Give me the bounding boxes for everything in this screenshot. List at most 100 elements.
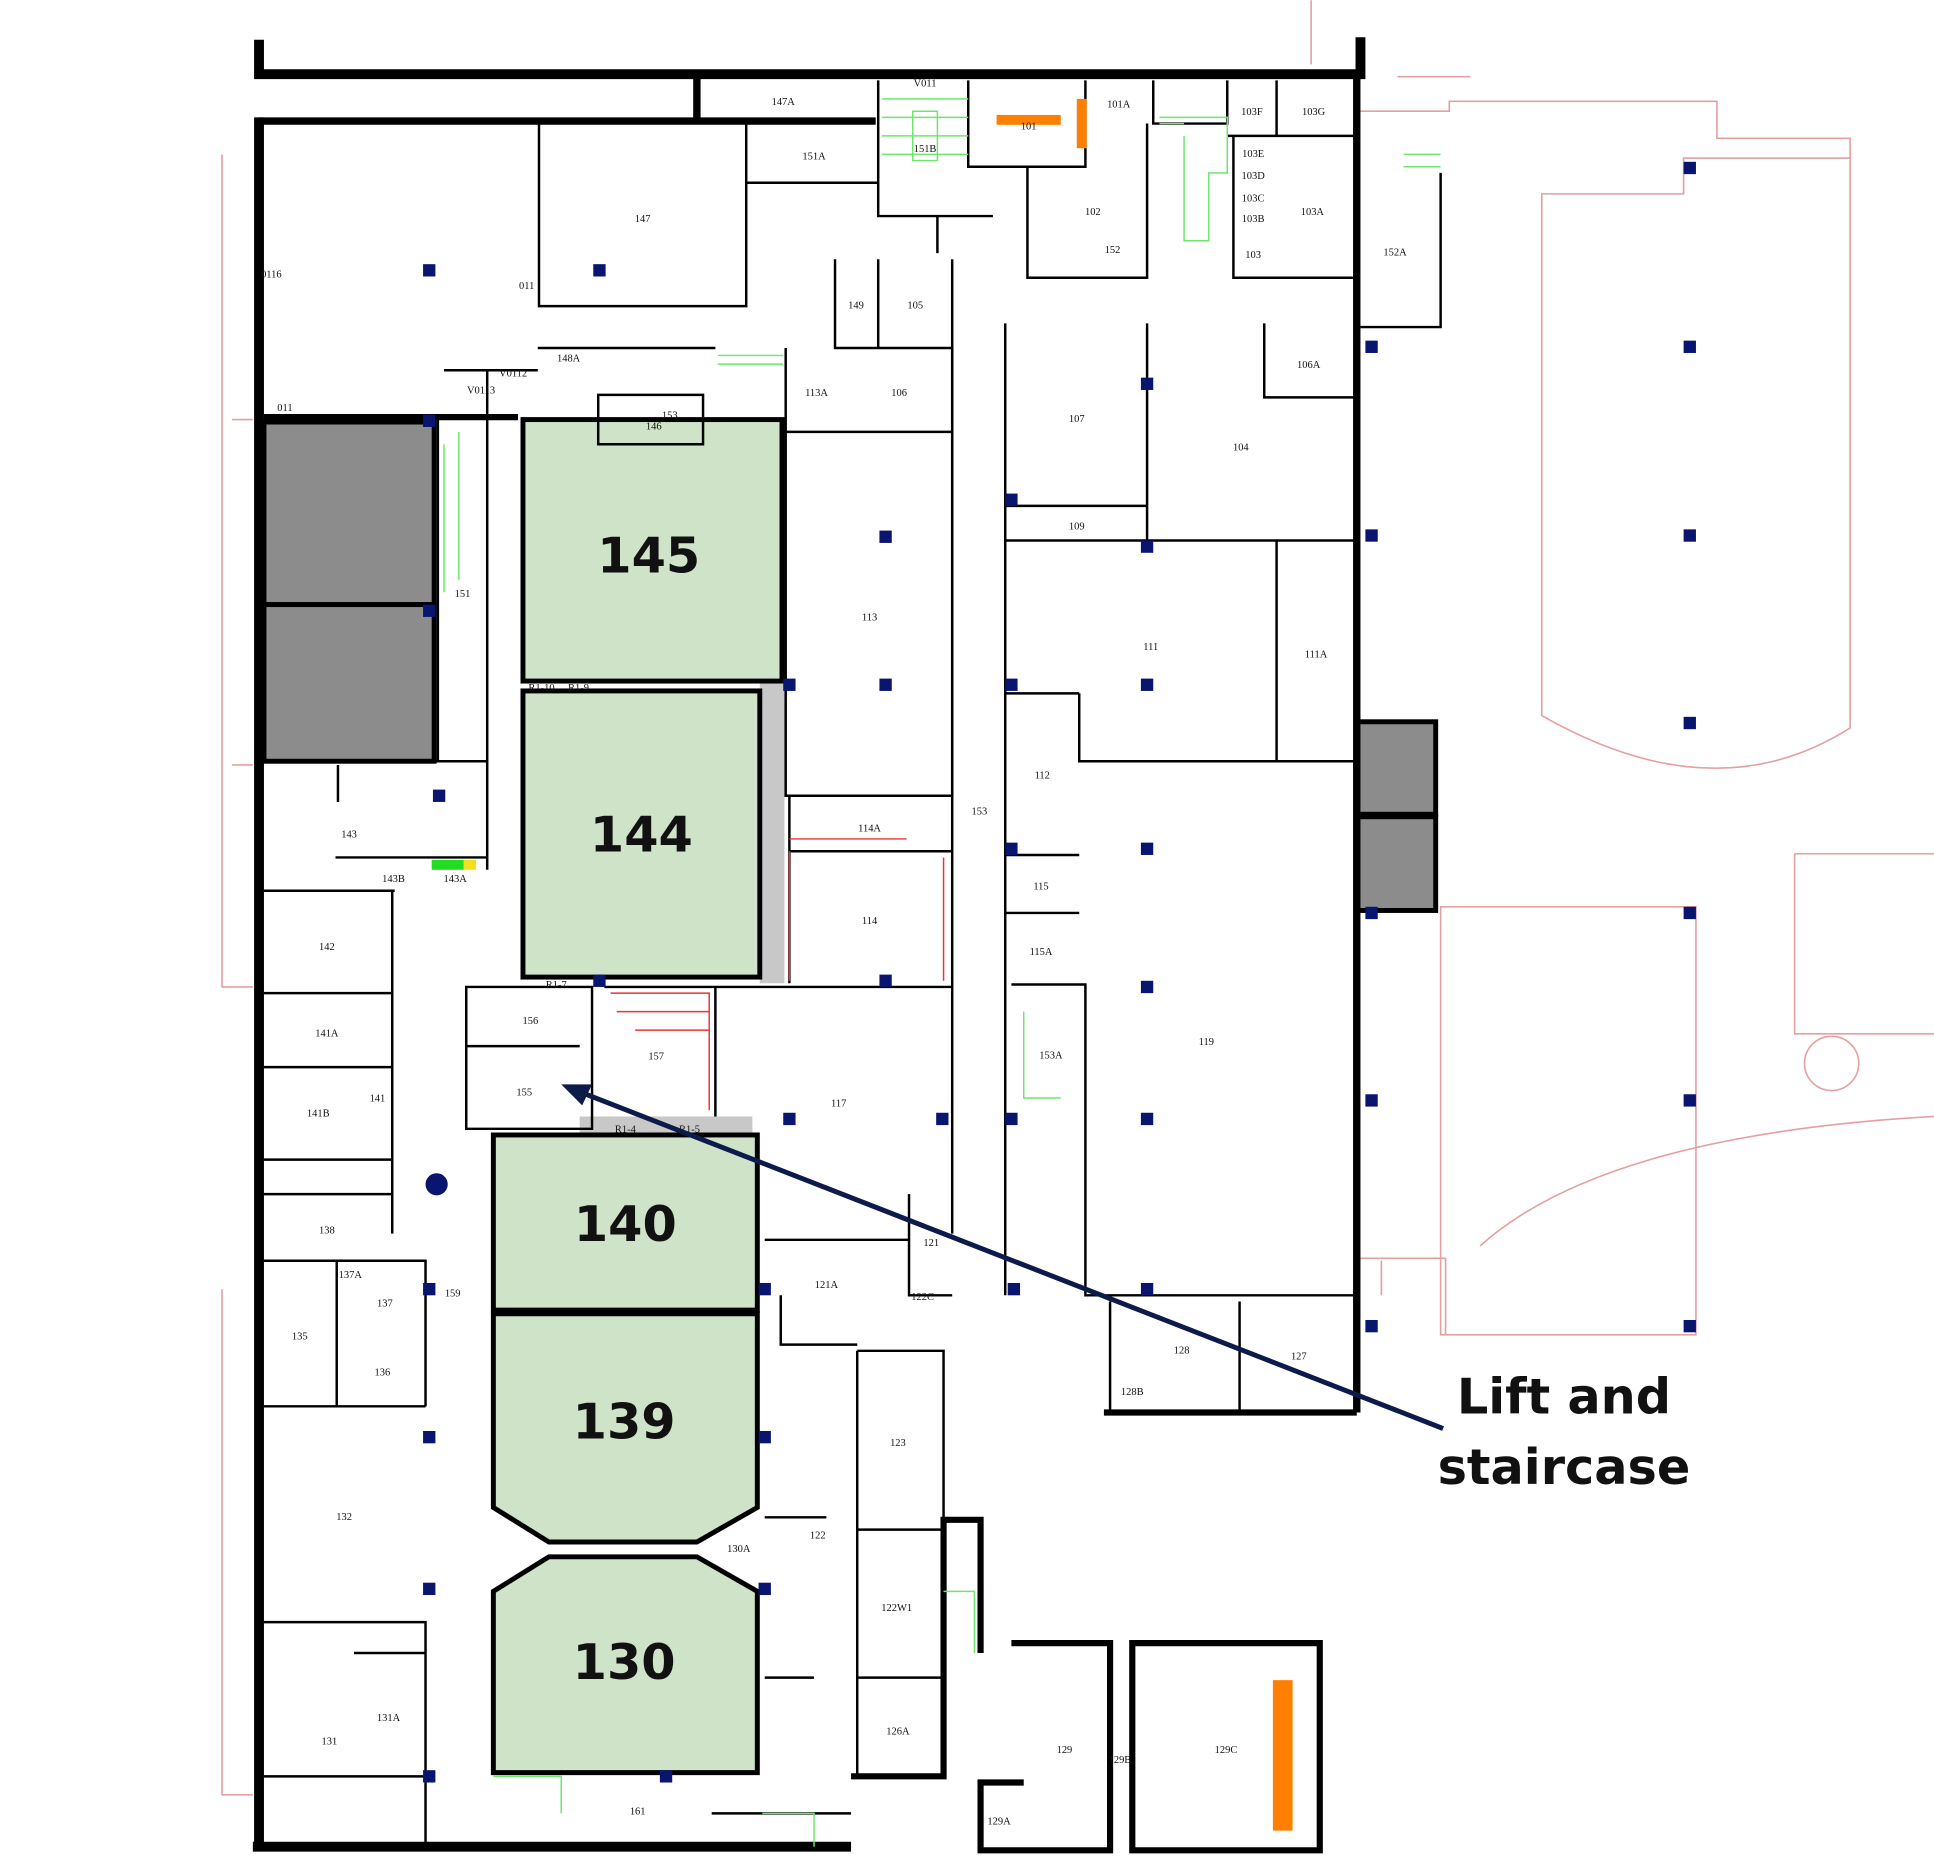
column-marker <box>1683 161 1696 175</box>
column-marker <box>783 1112 796 1126</box>
column-marker <box>1007 1282 1021 1296</box>
column-marker <box>423 1770 436 1783</box>
room-label: 101 <box>1021 122 1037 133</box>
room-label: 129 <box>1057 1745 1073 1756</box>
column-marker <box>423 1282 436 1296</box>
room-label: 111A <box>1305 650 1328 661</box>
column-marker <box>1365 906 1378 920</box>
room-label: 141A <box>315 1028 339 1039</box>
room-label: 135 <box>292 1332 308 1343</box>
room-label: 103C <box>1242 193 1265 204</box>
room-label: 104 <box>1233 442 1249 453</box>
room-label: 113 <box>862 613 877 624</box>
column-marker <box>758 1282 771 1296</box>
room-label: 131 <box>321 1736 337 1747</box>
room-label: V0113 <box>467 386 495 397</box>
room-label: 103G <box>1302 107 1326 118</box>
room-label: 122 <box>810 1530 826 1541</box>
column-marker <box>1365 1319 1378 1333</box>
room-label: 119 <box>1199 1037 1214 1048</box>
column-marker <box>1140 980 1154 994</box>
room-label: 129B <box>1109 1755 1132 1766</box>
room-label: V011 <box>914 79 937 90</box>
column-marker <box>879 678 892 691</box>
room-label: 103A <box>1301 207 1325 218</box>
column-marker <box>593 974 606 987</box>
room-label: 129C <box>1215 1745 1238 1756</box>
room-label: R1-9 <box>568 683 589 694</box>
column-marker <box>1683 906 1696 920</box>
room-label: 105 <box>907 301 923 312</box>
column-marker <box>1365 529 1378 542</box>
hall-labels: 145 144 140 139 130 <box>573 527 701 1691</box>
room-label: 103B <box>1242 214 1265 225</box>
arrowhead-icon <box>561 1084 593 1106</box>
room-label: 107 <box>1069 414 1085 425</box>
room-label: 147 <box>635 214 651 225</box>
column-marker <box>879 530 892 543</box>
room-label: 106A <box>1297 360 1321 371</box>
room-label: 115A <box>1030 947 1053 958</box>
room-label: 153 <box>662 410 678 421</box>
room-label: 128 <box>1174 1345 1190 1356</box>
column-marker <box>1140 377 1154 390</box>
room-label: 111 <box>1143 642 1158 653</box>
column-marker <box>1140 678 1154 691</box>
exterior-outlines <box>221 0 1934 1796</box>
room-label: 122W1 <box>881 1603 912 1614</box>
room-label: 141 <box>370 1094 386 1105</box>
room-label: 131A <box>377 1713 401 1724</box>
column-marker <box>1140 842 1154 855</box>
room-label: 159 <box>445 1289 461 1300</box>
annotation-line-1: Lift and <box>1457 1368 1671 1426</box>
room-label: 137 <box>377 1298 393 1309</box>
column-marker <box>423 1430 436 1444</box>
column-marker <box>423 1582 436 1596</box>
room-label: 161 <box>630 1807 646 1818</box>
column-marker <box>1140 540 1154 553</box>
room-label: 103E <box>1242 149 1264 160</box>
hall-label-144: 144 <box>590 805 693 863</box>
lift-blocks <box>261 419 1439 1135</box>
room-label: 115 <box>1033 882 1048 893</box>
column-marker <box>1005 493 1018 506</box>
room-label: 101A <box>1107 100 1131 111</box>
column-marker <box>423 604 436 617</box>
column-marker <box>659 1770 673 1783</box>
room-label: 121A <box>815 1280 839 1291</box>
column-marker <box>783 678 796 691</box>
column-marker <box>1005 1112 1018 1126</box>
annotation-line-2: staircase <box>1438 1438 1691 1496</box>
room-label: 151 <box>455 589 471 600</box>
room-label: 103F <box>1241 107 1263 118</box>
room-label: 142 <box>319 942 335 953</box>
room-label: 141B <box>307 1108 330 1119</box>
column-marker <box>1683 716 1696 730</box>
room-label: 103 <box>1245 250 1261 261</box>
column-marker <box>1683 1094 1696 1107</box>
hall-label-145: 145 <box>597 527 700 585</box>
room-label: 143 <box>341 830 357 841</box>
room-label: 138 <box>319 1226 335 1237</box>
room-label: 147A <box>772 97 796 108</box>
column-marker <box>879 974 892 987</box>
room-label: 143B <box>382 874 405 885</box>
room-label: 121 <box>923 1238 939 1249</box>
room-label: 102 <box>1085 207 1101 218</box>
room-label: 0116 <box>261 270 282 281</box>
column-marker <box>1365 340 1378 353</box>
room-label: 011 <box>519 281 534 292</box>
column-marker <box>1005 678 1018 691</box>
room-label: 126A <box>886 1726 910 1737</box>
room-label: 132 <box>336 1512 352 1523</box>
room-label: 149 <box>848 301 864 312</box>
hall-140 <box>490 1132 760 1313</box>
room-label: 112 <box>1035 771 1050 782</box>
room-label: 152 <box>1105 245 1121 256</box>
room-label: 151B <box>914 144 937 155</box>
room-label: 146 <box>646 421 662 432</box>
room-label: 148A <box>557 354 581 365</box>
room-label: R1-7 <box>546 980 567 991</box>
column-marker <box>423 414 436 427</box>
